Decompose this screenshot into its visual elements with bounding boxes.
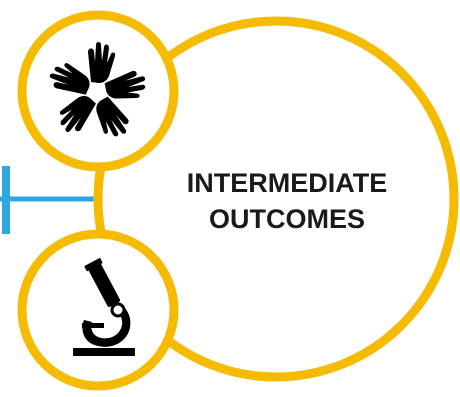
hands-together-icon — [49, 42, 146, 137]
microscope-icon — [73, 258, 135, 356]
main-circle-label-line1: INTERMEDIATE — [187, 168, 388, 198]
connector-arrow — [0, 166, 100, 234]
main-circle — [93, 16, 459, 382]
main-circle-label-line2: OUTCOMES — [209, 204, 365, 234]
bottom-icon-circle — [17, 229, 179, 391]
